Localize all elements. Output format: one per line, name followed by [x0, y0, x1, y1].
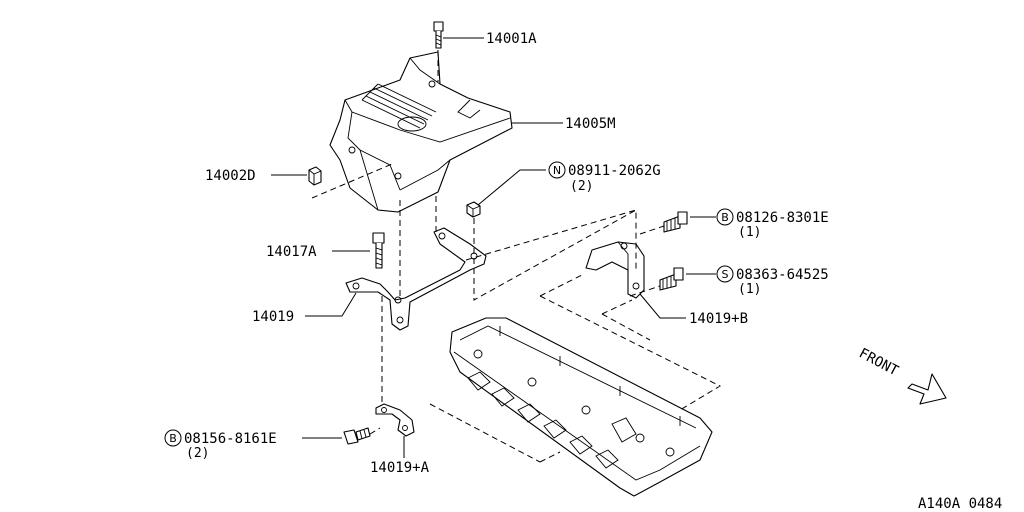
part-labels: 14001A 14005M 14002D N 08911-2062G (2) B… [164, 31, 1002, 512]
engine-cover [329, 51, 513, 213]
part-label-14001A: 14001A [486, 31, 537, 47]
leader-lines [271, 37, 716, 458]
part-label-14005M: 14005M [565, 116, 616, 132]
nut-08911-2062G [466, 201, 481, 218]
part-label-08363-64525: 08363-64525 [736, 267, 829, 283]
bracket-14019 [345, 227, 487, 331]
part-prefix-08911: N [553, 164, 561, 177]
nut-14002D [308, 166, 322, 186]
part-label-08156-8161E: 08156-8161E [184, 431, 277, 447]
part-qty-08156: (2) [186, 446, 209, 461]
part-label-14019: 14019 [252, 309, 294, 325]
bolt-08363-64525 [659, 267, 684, 291]
bracket-14019B [585, 241, 645, 299]
front-label: FRONT [856, 345, 901, 379]
s-circle-icon [716, 265, 734, 283]
b-circle-icon [164, 429, 182, 447]
dashed-locator-lines [311, 50, 722, 463]
part-qty-08126: (1) [738, 225, 761, 240]
part-label-14019A: 14019+A [370, 460, 430, 476]
part-qty-08363: (1) [738, 282, 761, 297]
part-prefix-08156: B [169, 432, 177, 445]
cylinder-head [449, 317, 713, 497]
part-prefix-08363: S [722, 268, 729, 281]
b-circle-icon [716, 208, 734, 226]
part-label-08126-8301E: 08126-8301E [736, 210, 829, 226]
bracket-14019A [375, 403, 415, 437]
bolt-14001A [433, 21, 444, 49]
n-circle-icon [548, 161, 566, 179]
part-label-08911-2062G: 08911-2062G [568, 163, 661, 179]
diagram-id: A140A 0484 [918, 496, 1002, 512]
bolt-08126-8301E [663, 211, 688, 233]
bolt-14017A [372, 232, 385, 269]
part-label-14017A: 14017A [266, 244, 317, 260]
part-label-14002D: 14002D [205, 168, 256, 184]
front-arrow: FRONT [856, 345, 947, 405]
part-prefix-08126: B [721, 211, 729, 224]
bolt-08156-8161E [343, 427, 371, 445]
part-label-14019B: 14019+B [689, 311, 748, 327]
part-qty-08911: (2) [570, 179, 593, 194]
